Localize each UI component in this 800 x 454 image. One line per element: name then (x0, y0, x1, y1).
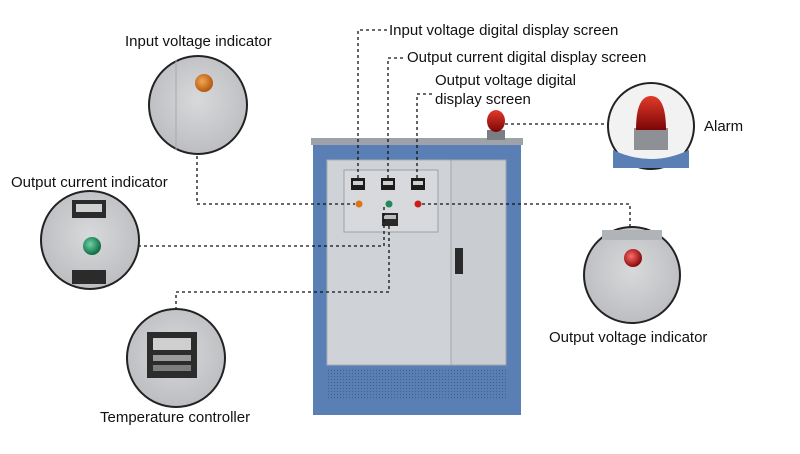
leader-output-current-display (387, 57, 405, 178)
temperature-controller-digits (384, 215, 396, 219)
leader-temperature-controller (175, 226, 390, 310)
output-current-display-digits (383, 181, 393, 185)
label-output-voltage-indicator: Output voltage indicator (549, 329, 708, 346)
label-output-current-display: Output current digital display screen (407, 49, 647, 66)
label-output-current-indicator: Output current indicator (11, 174, 168, 191)
leader-lines (138, 29, 631, 310)
callout-temperature-controller (126, 308, 226, 408)
orange-indicator-icon (195, 74, 213, 92)
output-voltage-display-digits (413, 181, 423, 185)
output-voltage-indicator-lamp (414, 200, 422, 208)
label-alarm: Alarm (704, 118, 744, 135)
cabinet (311, 110, 523, 415)
leader-input-voltage-indicator (196, 150, 355, 205)
output-current-indicator-lamp (385, 200, 393, 208)
leader-output-current-indicator (138, 206, 385, 247)
red-indicator-icon (624, 249, 642, 267)
green-indicator-icon (83, 237, 101, 255)
alarm-beacon-dome (487, 110, 505, 132)
right-door (450, 159, 507, 366)
label-output-voltage-display-line2: display screen (435, 91, 531, 108)
callout-output-current-indicator (40, 190, 140, 290)
leader-input-voltage-display (357, 29, 388, 178)
door-handle (455, 248, 463, 274)
callout-output-voltage-indicator (583, 226, 681, 324)
controller-icon (72, 270, 106, 284)
callout-alarm (607, 82, 695, 170)
leader-output-voltage-indicator (422, 203, 631, 227)
alarm-base-icon (634, 128, 668, 150)
alarm-beacon-icon (636, 96, 666, 130)
input-voltage-indicator-lamp (355, 200, 363, 208)
label-output-voltage-display-line1: Output voltage digital (435, 72, 576, 89)
callout-input-voltage-indicator (148, 55, 248, 155)
alarm-beacon-base (487, 130, 505, 140)
leader-output-voltage-display (416, 93, 433, 178)
label-input-voltage-display: Input voltage digital display screen (389, 22, 619, 39)
vent-grille (327, 368, 506, 400)
input-voltage-display-digits (353, 181, 363, 185)
label-temperature-controller: Temperature controller (100, 409, 251, 426)
label-input-voltage-indicator: Input voltage indicator (125, 33, 272, 50)
